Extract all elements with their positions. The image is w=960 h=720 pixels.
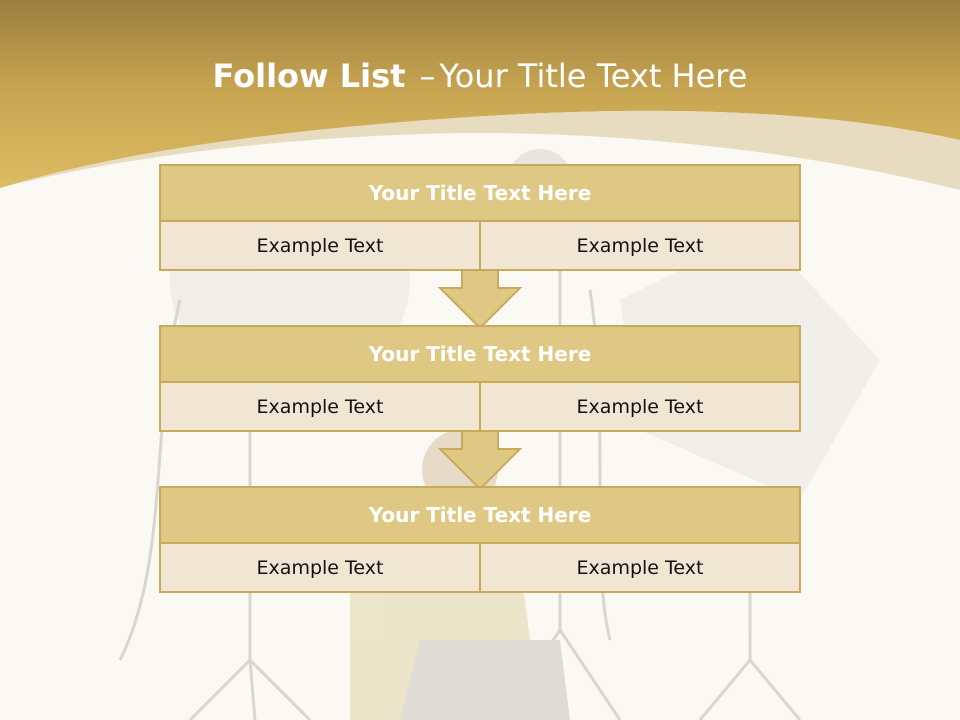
down-arrow-2 bbox=[438, 431, 522, 491]
step-3-right-text: Example Text bbox=[479, 542, 801, 593]
slide-title-rest: Your Title Text Here bbox=[439, 57, 748, 95]
step-block-1: Your Title Text Here Example Text Exampl… bbox=[159, 164, 801, 271]
step-title-2: Your Title Text Here bbox=[159, 325, 801, 383]
step-title-3: Your Title Text Here bbox=[159, 486, 801, 544]
step-1-right-text: Example Text bbox=[479, 220, 801, 271]
down-arrow-1 bbox=[438, 270, 522, 330]
step-3-left-text: Example Text bbox=[159, 542, 481, 593]
step-2-left-text: Example Text bbox=[159, 381, 481, 432]
slide-title: Follow List–Your Title Text Here bbox=[0, 52, 960, 100]
step-2-right-text: Example Text bbox=[479, 381, 801, 432]
header-swoosh bbox=[0, 110, 960, 190]
slide-title-separator: – bbox=[419, 57, 436, 95]
header-band bbox=[0, 0, 960, 188]
step-block-3: Your Title Text Here Example Text Exampl… bbox=[159, 486, 801, 593]
step-title-1: Your Title Text Here bbox=[159, 164, 801, 222]
step-block-2: Your Title Text Here Example Text Exampl… bbox=[159, 325, 801, 432]
step-1-left-text: Example Text bbox=[159, 220, 481, 271]
slide-title-bold: Follow List bbox=[212, 57, 406, 95]
